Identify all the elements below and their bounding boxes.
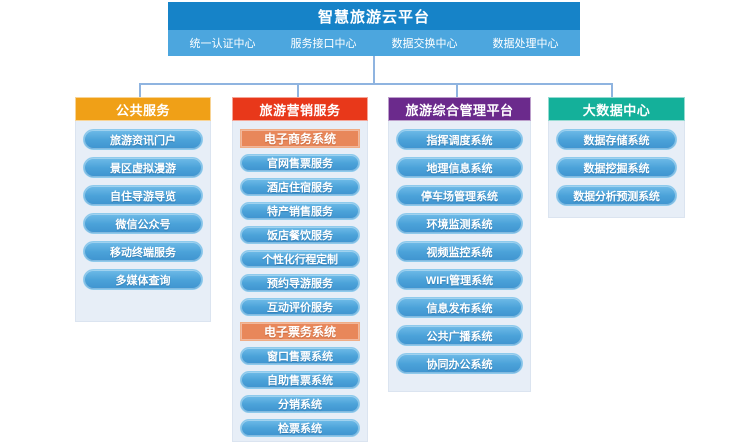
node-mgmt-6[interactable]: 信息发布系统 (396, 297, 523, 318)
platform-center-0: 统一认证中心 (189, 38, 256, 50)
node-ecommerce-6[interactable]: 互动评价服务 (240, 298, 360, 316)
node-mgmt-1[interactable]: 地理信息系统 (396, 157, 523, 178)
node-bigdata-0[interactable]: 数据存储系统 (556, 129, 677, 150)
node-eticketing-2[interactable]: 分销系统 (240, 395, 360, 413)
column-body-management-platform: 指挥调度系统 地理信息系统 停车场管理系统 环境监测系统 视频监控系统 WIFI… (388, 121, 531, 392)
platform-center-1: 服务接口中心 (290, 38, 357, 50)
node-ecommerce-3[interactable]: 饭店餐饮服务 (240, 226, 360, 244)
node-bigdata-2[interactable]: 数据分析预测系统 (556, 185, 677, 206)
node-public-2[interactable]: 自住导游导览 (83, 185, 203, 206)
node-public-4[interactable]: 移动终端服务 (83, 241, 203, 262)
column-body-public-service: 旅游资讯门户 景区虚拟漫游 自住导游导览 微信公众号 移动终端服务 多媒体查询 (75, 121, 211, 322)
node-public-1[interactable]: 景区虚拟漫游 (83, 157, 203, 178)
platform-center-row: 统一认证中心 服务接口中心 数据交换中心 数据处理中心 (168, 30, 580, 56)
column-management-platform: 旅游综合管理平台 指挥调度系统 地理信息系统 停车场管理系统 环境监测系统 视频… (388, 97, 531, 392)
node-mgmt-2[interactable]: 停车场管理系统 (396, 185, 523, 206)
column-body-tourism-marketing: 电子商务系统 官网售票服务 酒店住宿服务 特产销售服务 饭店餐饮服务 个性化行程… (232, 121, 368, 442)
column-header-public-service[interactable]: 公共服务 (75, 97, 211, 121)
node-eticketing-3[interactable]: 检票系统 (240, 419, 360, 437)
node-mgmt-0[interactable]: 指挥调度系统 (396, 129, 523, 150)
column-tourism-marketing: 旅游营销服务 电子商务系统 官网售票服务 酒店住宿服务 特产销售服务 饭店餐饮服… (232, 97, 368, 442)
node-ecommerce-4[interactable]: 个性化行程定制 (240, 250, 360, 268)
node-public-3[interactable]: 微信公众号 (83, 213, 203, 234)
column-header-big-data-center[interactable]: 大数据中心 (548, 97, 685, 121)
subgroup-header-ecommerce[interactable]: 电子商务系统 (240, 129, 360, 148)
node-eticketing-1[interactable]: 自助售票系统 (240, 371, 360, 389)
node-mgmt-7[interactable]: 公共广播系统 (396, 325, 523, 346)
subgroup-header-eticketing[interactable]: 电子票务系统 (240, 322, 360, 341)
connector-drop-4 (611, 85, 613, 98)
connector-trunk-vertical (373, 56, 375, 84)
platform-center-3: 数据处理中心 (492, 38, 559, 50)
node-ecommerce-2[interactable]: 特产销售服务 (240, 202, 360, 220)
node-mgmt-5[interactable]: WIFI管理系统 (396, 269, 523, 290)
column-body-big-data-center: 数据存储系统 数据挖掘系统 数据分析预测系统 (548, 121, 685, 218)
connector-horizontal-bus (139, 83, 613, 85)
node-mgmt-8[interactable]: 协同办公系统 (396, 353, 523, 374)
platform-block: 智慧旅游云平台 统一认证中心 服务接口中心 数据交换中心 数据处理中心 (168, 2, 580, 56)
platform-center-2: 数据交换中心 (391, 38, 458, 50)
node-mgmt-4[interactable]: 视频监控系统 (396, 241, 523, 262)
node-mgmt-3[interactable]: 环境监测系统 (396, 213, 523, 234)
node-ecommerce-1[interactable]: 酒店住宿服务 (240, 178, 360, 196)
connector-drop-3 (456, 85, 458, 98)
platform-title: 智慧旅游云平台 (168, 2, 580, 30)
column-header-tourism-marketing[interactable]: 旅游营销服务 (232, 97, 368, 121)
node-public-5[interactable]: 多媒体查询 (83, 269, 203, 290)
connector-drop-2 (297, 85, 299, 98)
connector-drop-1 (139, 85, 141, 98)
column-public-service: 公共服务 旅游资讯门户 景区虚拟漫游 自住导游导览 微信公众号 移动终端服务 多… (75, 97, 211, 322)
node-eticketing-0[interactable]: 窗口售票系统 (240, 347, 360, 365)
node-public-0[interactable]: 旅游资讯门户 (83, 129, 203, 150)
node-bigdata-1[interactable]: 数据挖掘系统 (556, 157, 677, 178)
column-header-management-platform[interactable]: 旅游综合管理平台 (388, 97, 531, 121)
node-ecommerce-0[interactable]: 官网售票服务 (240, 154, 360, 172)
node-ecommerce-5[interactable]: 预约导游服务 (240, 274, 360, 292)
column-big-data-center: 大数据中心 数据存储系统 数据挖掘系统 数据分析预测系统 (548, 97, 685, 218)
